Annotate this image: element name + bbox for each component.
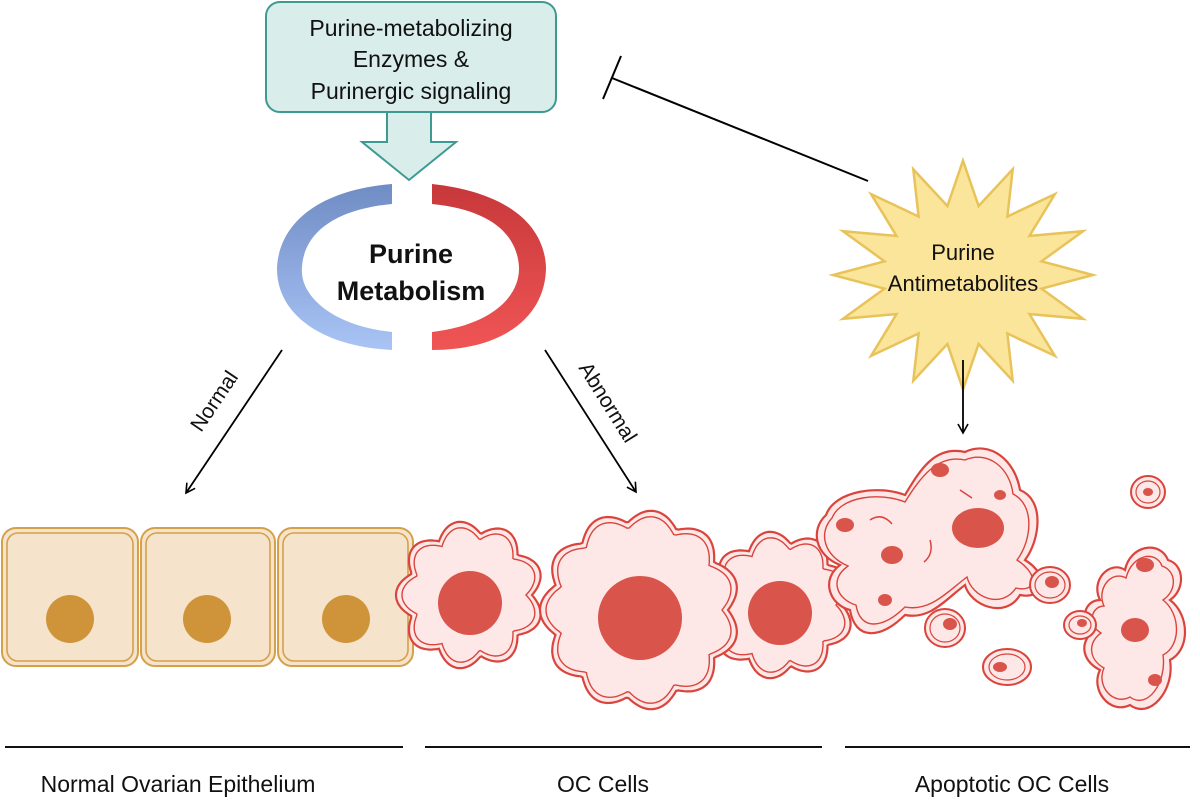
oc-cell xyxy=(538,509,738,711)
cycle-arc-red xyxy=(432,184,546,350)
oc-cell xyxy=(394,520,542,670)
fragment xyxy=(931,463,949,477)
section-label-oc: OC Cells xyxy=(557,771,649,797)
fragment xyxy=(881,546,903,564)
nucleus xyxy=(598,576,682,660)
apoptotic-cells xyxy=(815,447,1187,711)
antimetabolites-burst: Purine Antimetabolites xyxy=(828,156,1098,394)
apoptotic-right-cluster xyxy=(1083,546,1187,711)
normal-label: Normal xyxy=(186,367,243,436)
enzymes-box-line-2: Enzymes & xyxy=(353,46,469,72)
normal-cell xyxy=(1,527,139,667)
nucleus xyxy=(322,595,370,643)
enzymes-box-line-3: Purinergic signaling xyxy=(311,78,512,104)
purine-metabolism-cycle: Purine Metabolism xyxy=(276,184,546,350)
organelle xyxy=(923,539,932,563)
fragment xyxy=(1121,618,1149,642)
fragment xyxy=(836,518,854,532)
organelle xyxy=(959,489,973,499)
section-label-normal: Normal Ovarian Epithelium xyxy=(41,771,316,797)
fragment xyxy=(952,508,1004,548)
cycle-label-line-1: Purine xyxy=(369,239,453,269)
apoptotic-body xyxy=(1029,566,1071,604)
nucleus xyxy=(438,571,502,635)
cycle-arc-blue xyxy=(276,184,392,350)
fragment xyxy=(1136,558,1154,572)
nucleus xyxy=(748,581,812,645)
fragment xyxy=(1148,674,1162,686)
nucleus xyxy=(183,595,231,643)
antimetabolites-label-line-2: Antimetabolites xyxy=(888,271,1038,296)
enzymes-box: Purine-metabolizing Enzymes & Purinergic… xyxy=(265,1,557,113)
abnormal-label: Abnormal xyxy=(574,358,641,446)
inhibition-line xyxy=(602,55,869,182)
section-label-apoptotic: Apoptotic OC Cells xyxy=(915,771,1109,797)
apoptotic-body xyxy=(924,608,966,648)
apoptotic-main-cluster xyxy=(815,447,1043,635)
abnormal-arrow xyxy=(544,349,637,494)
antimetabolites-label-line-1: Purine xyxy=(931,240,995,265)
enzymes-box-line-1: Purine-metabolizing xyxy=(309,15,512,41)
normal-arrow xyxy=(185,349,283,495)
normal-cell xyxy=(140,527,276,667)
oc-cells xyxy=(394,509,852,711)
organelle xyxy=(869,516,893,525)
normal-cell xyxy=(277,527,414,667)
apoptotic-body xyxy=(1130,475,1166,509)
cycle-label-line-2: Metabolism xyxy=(337,276,486,306)
fragment xyxy=(994,490,1006,500)
block-arrow-down xyxy=(359,111,459,182)
nucleus xyxy=(46,595,94,643)
normal-epithelium xyxy=(1,527,414,667)
fragment xyxy=(878,594,892,606)
apoptotic-body xyxy=(982,648,1032,686)
apoptotic-body xyxy=(1063,610,1097,640)
